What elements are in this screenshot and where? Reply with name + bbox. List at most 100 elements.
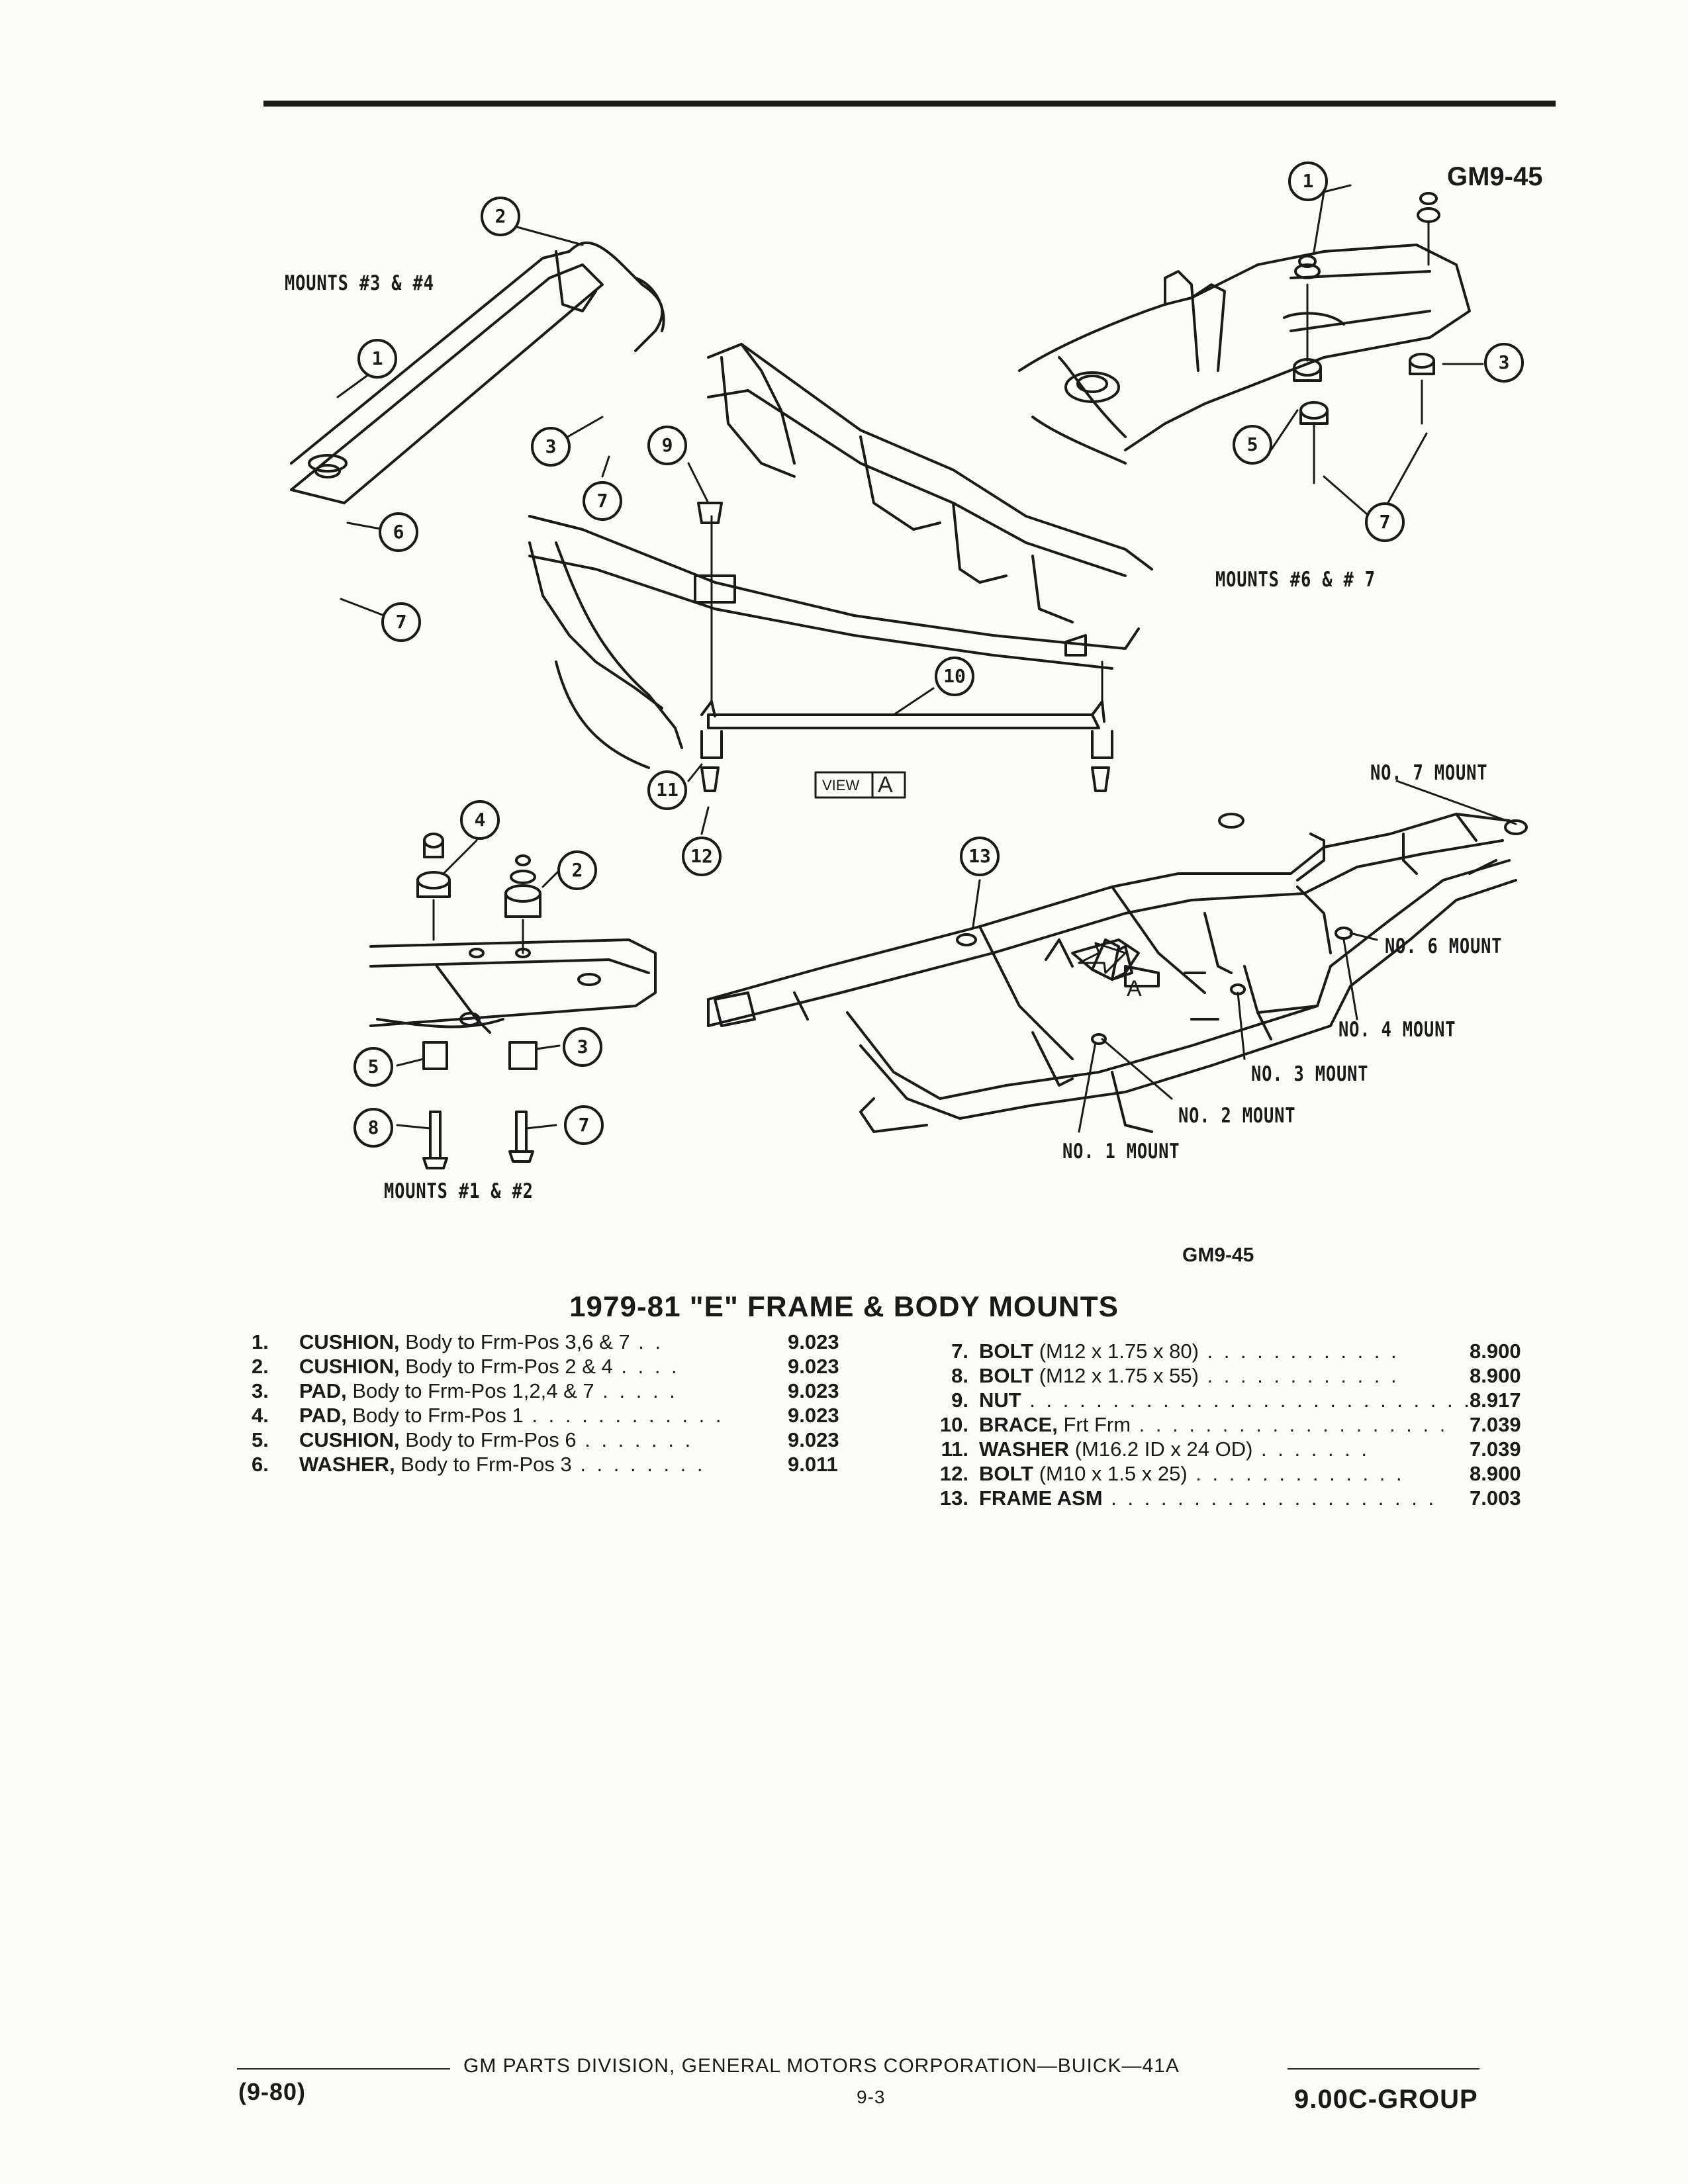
- part-dots: . . . . . . . .: [571, 1453, 706, 1476]
- callout-13: 13: [959, 835, 1001, 878]
- callout-5b: 5: [352, 1046, 395, 1088]
- part-dots: . . . . . . .: [1252, 1437, 1370, 1461]
- part-dots: . . . . . . . . . . . . .: [1187, 1462, 1405, 1485]
- callout-7b: 7: [380, 601, 422, 643]
- part-number: 2.: [252, 1355, 269, 1378]
- section-title: 1979-81 "E" FRAME & BODY MOUNTS: [569, 1291, 1119, 1323]
- label-mounts-6-7: MOUNTS #6 & # 7: [1215, 568, 1376, 592]
- label-no3-mount: NO. 3 MOUNT: [1251, 1062, 1369, 1086]
- part-name: CUSHION,: [299, 1330, 400, 1353]
- part-name: WASHER,: [299, 1453, 395, 1476]
- part-desc: Body to Frm-Pos 6: [399, 1428, 577, 1451]
- part-name: BOLT: [979, 1364, 1034, 1387]
- part-name: PAD,: [299, 1404, 347, 1427]
- mounts-1-2-drawing: [369, 833, 657, 1169]
- list-item: 11. WASHER (M16.2 ID x 24 OD) . . . . . .…: [917, 1437, 1521, 1461]
- frame-assembly-drawing: [707, 813, 1528, 1133]
- part-desc: Body to Frm-Pos 1: [346, 1404, 524, 1427]
- part-number: 10.: [939, 1413, 968, 1436]
- figure-code-top: GM9-45: [1447, 162, 1543, 191]
- part-number: 8.: [951, 1364, 968, 1387]
- part-name: CUSHION,: [299, 1355, 400, 1378]
- part-dots: . . . . . . . . . . . . . . . . . . . .: [1102, 1486, 1437, 1510]
- part-desc: (M16.2 ID x 24 OD): [1069, 1437, 1253, 1461]
- part-code: 7.039: [1470, 1437, 1521, 1461]
- callout-3a: 3: [530, 426, 572, 468]
- footer-rule-right: [1288, 2068, 1479, 2070]
- part-desc: (M10 x 1.5 x 25): [1033, 1462, 1188, 1485]
- callout-leader-lines: [336, 184, 1517, 1133]
- part-dots: . . . . . . . . . . . . . . . . . . .: [1131, 1413, 1448, 1436]
- mounts-6-7-drawing: [1018, 192, 1471, 484]
- figure-code-bottom: GM9-45: [1182, 1244, 1254, 1266]
- footer-rule-left: [237, 2068, 450, 2070]
- list-item: 10.BRACE, Frt Frm . . . . . . . . . . . …: [917, 1413, 1521, 1437]
- part-desc: Body to Frm-Pos 3,6 & 7: [399, 1330, 630, 1353]
- label-mounts-1-2: MOUNTS #1 & #2: [384, 1179, 534, 1203]
- arrow-letter: A: [1127, 976, 1142, 1001]
- list-item: 2. CUSHION, Body to Frm-Pos 2 & 4 . . . .…: [252, 1355, 839, 1379]
- footer-page-number: 9-3: [857, 2087, 886, 2107]
- part-number: 7.: [951, 1340, 968, 1363]
- callout-3b: 3: [1483, 341, 1525, 384]
- callout-7d: 7: [563, 1104, 605, 1146]
- list-item: 4.PAD, Body to Frm-Pos 1 . . . . . . . .…: [252, 1404, 839, 1428]
- part-name: WASHER: [979, 1437, 1070, 1461]
- part-code: 9.023: [788, 1404, 839, 1427]
- part-number: 5.: [252, 1428, 269, 1451]
- callout-8: 8: [352, 1107, 395, 1149]
- label-no6-mount: NO. 6 MOUNT: [1385, 934, 1503, 958]
- list-item: 6.WASHER, Body to Frm-Pos 3 . . . . . . …: [252, 1453, 838, 1477]
- part-number: 9.: [951, 1388, 968, 1412]
- part-number: 12.: [939, 1462, 968, 1485]
- list-item: 7.BOLT (M12 x 1.75 x 80) . . . . . . . .…: [917, 1340, 1521, 1363]
- label-no4-mount: NO. 4 MOUNT: [1338, 1018, 1456, 1042]
- part-name: BOLT: [979, 1462, 1034, 1485]
- footer-date: (9-80): [238, 2078, 306, 2105]
- direction-arrow: [1078, 942, 1127, 974]
- callout-12: 12: [680, 835, 723, 878]
- part-desc: Body to Frm-Pos 1,2,4 & 7: [346, 1379, 594, 1402]
- part-dots: . . . . .: [594, 1379, 678, 1402]
- part-code: 8.900: [1470, 1462, 1521, 1485]
- list-item: 3. PAD, Body to Frm-Pos 1,2,4 & 7 . . . .…: [252, 1379, 839, 1403]
- list-item: 13. FRAME ASM . . . . . . . . . . . . . .…: [917, 1486, 1521, 1510]
- list-item: 8.BOLT (M12 x 1.75 x 55) . . . . . . . .…: [917, 1364, 1521, 1388]
- part-desc: Frt Frm: [1057, 1413, 1131, 1436]
- part-number: 11.: [941, 1437, 968, 1461]
- callout-4: 4: [459, 799, 501, 841]
- part-dots: . . . .: [612, 1355, 680, 1378]
- callout-1a: 1: [356, 338, 399, 380]
- part-number: 13.: [939, 1486, 968, 1510]
- view-word: VIEW: [822, 777, 860, 794]
- part-code: 9.023: [788, 1330, 839, 1353]
- list-item: 5. CUSHION, Body to Frm-Pos 6 . . . . . .…: [252, 1428, 839, 1452]
- part-number: 3.: [252, 1379, 269, 1402]
- list-item: 9.NUT . . . . . . . . . . . . . . . . . …: [917, 1388, 1521, 1412]
- part-code: 7.003: [1470, 1486, 1521, 1510]
- list-item: 1.CUSHION, Body to Frm-Pos 3,6 & 7 . .9.…: [252, 1330, 839, 1354]
- part-code: 8.900: [1470, 1364, 1521, 1387]
- callout-11: 11: [646, 769, 688, 811]
- part-name: CUSHION,: [299, 1428, 400, 1451]
- label-no7-mount: NO. 7 MOUNT: [1370, 761, 1488, 785]
- footer-group: 9.00C-GROUP: [1294, 2085, 1478, 2114]
- part-name: FRAME ASM: [979, 1486, 1103, 1510]
- part-code: 9.011: [788, 1453, 838, 1476]
- part-dots: . . . . . . . . . . . . . . . . . . . . …: [1021, 1388, 1489, 1412]
- callout-3c: 3: [561, 1026, 604, 1068]
- part-code: 9.023: [788, 1355, 839, 1378]
- part-number: 1.: [252, 1330, 269, 1353]
- part-dots: . . . . . . .: [576, 1428, 694, 1451]
- part-code: 9.023: [788, 1379, 839, 1402]
- part-name: BOLT: [979, 1340, 1034, 1363]
- part-name: PAD,: [299, 1379, 347, 1402]
- callout-6: 6: [377, 511, 420, 553]
- view-letter: A: [878, 772, 893, 797]
- part-code: 8.900: [1470, 1340, 1521, 1363]
- part-desc: (M12 x 1.75 x 80): [1033, 1340, 1199, 1363]
- frame-body-mount-illustration: [290, 184, 1528, 1169]
- part-dots: . . . . . . . . . . . .: [523, 1404, 724, 1427]
- part-desc: (M12 x 1.75 x 55): [1033, 1364, 1199, 1387]
- part-desc: Body to Frm-Pos 2 & 4: [399, 1355, 613, 1378]
